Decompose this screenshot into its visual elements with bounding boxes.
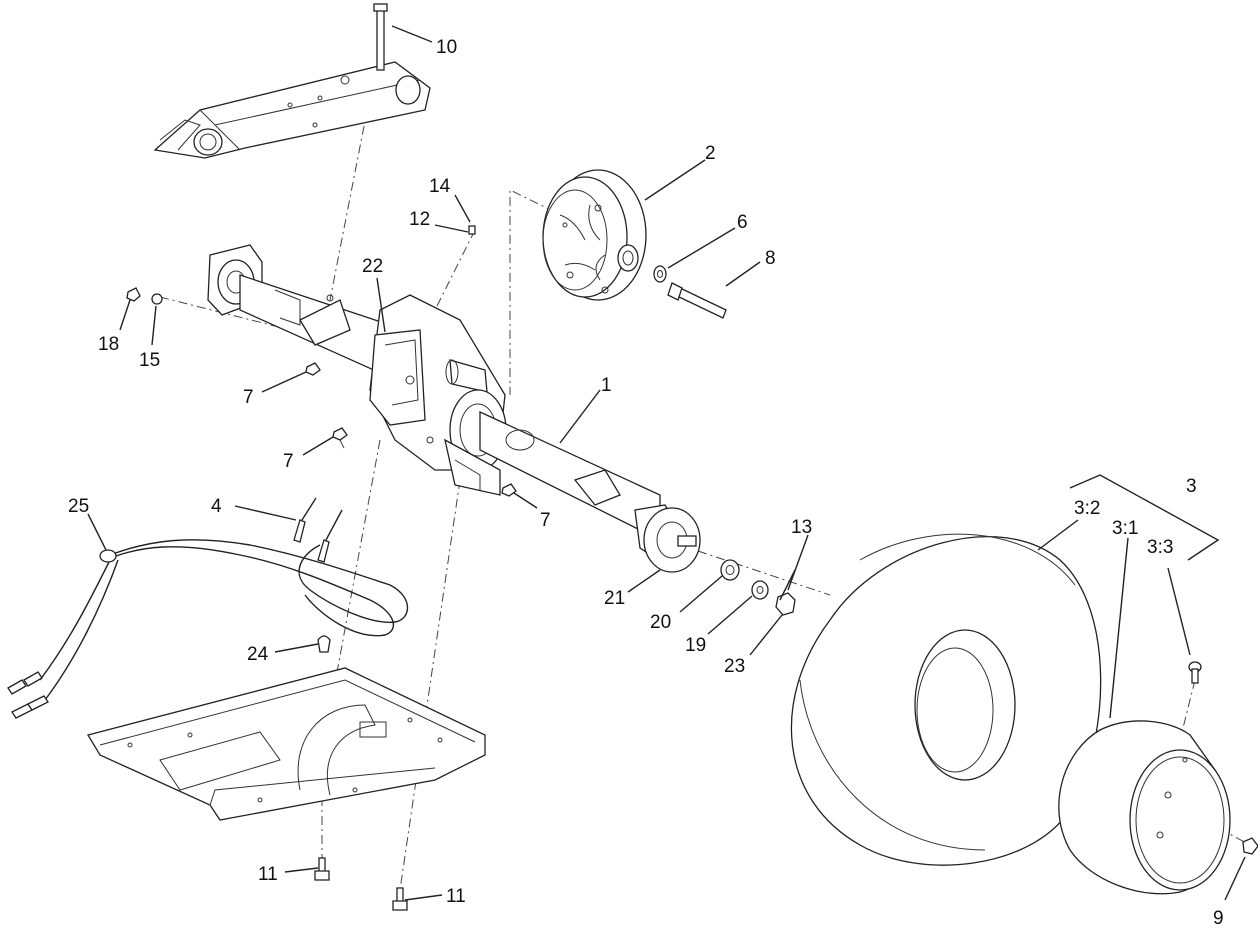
part-3-bracket — [1069, 474, 1220, 561]
callout-labels: 10 2 14 12 6 8 22 18 15 1 7 7 7 25 4 13 … — [68, 37, 1224, 929]
upper-frame-beam — [153, 61, 431, 159]
bolt-8 — [667, 282, 727, 319]
callout-20: 20 — [650, 612, 671, 633]
wheel-rim-3-1 — [1058, 720, 1231, 895]
callout-21: 21 — [604, 588, 625, 609]
callout-25: 25 — [68, 496, 89, 517]
callout-7-upper: 7 — [243, 387, 254, 408]
brake-cables — [7, 497, 409, 719]
callout-7-lower: 7 — [540, 510, 551, 531]
callout-1: 1 — [601, 375, 612, 396]
callout-10: 10 — [436, 37, 457, 58]
bolt-11-right — [392, 887, 408, 911]
washer-6 — [653, 265, 667, 283]
valve-stem-3-3 — [1188, 661, 1202, 684]
callout-3: 3 — [1186, 476, 1197, 497]
callout-13: 13 — [791, 517, 812, 538]
callout-11-left: 11 — [258, 864, 278, 885]
callout-2: 2 — [705, 143, 716, 164]
callout-3-1: 3:1 — [1112, 518, 1138, 539]
callout-3-2: 3:2 — [1074, 498, 1100, 519]
callout-8: 8 — [765, 248, 776, 269]
callout-18: 18 — [98, 334, 119, 355]
bolt-11-left — [314, 857, 330, 881]
callout-24: 24 — [247, 644, 269, 665]
nut-7-lower — [501, 483, 517, 497]
tire-3-2 — [790, 533, 1102, 866]
callout-6: 6 — [737, 212, 748, 233]
washer-20 — [720, 559, 740, 581]
wheel-nut-9 — [1242, 837, 1258, 855]
callout-3-3: 3:3 — [1147, 537, 1173, 558]
washer-19 — [751, 580, 769, 600]
left-axle-tube — [207, 244, 391, 376]
callout-9: 9 — [1213, 908, 1224, 929]
callout-22: 22 — [362, 256, 383, 277]
bolt-10 — [373, 3, 388, 71]
callout-4: 4 — [211, 496, 222, 517]
cable-clamp-24 — [317, 635, 331, 653]
floor-plate — [86, 667, 486, 821]
washer-15 — [151, 293, 163, 305]
castle-nut-23 — [775, 592, 796, 616]
callout-7-middle: 7 — [283, 451, 294, 472]
callout-14: 14 — [429, 176, 451, 197]
nut-7-middle — [332, 427, 348, 441]
nut-7-upper — [305, 362, 321, 376]
callout-11-right: 11 — [446, 886, 466, 907]
cotter-pin-13 — [779, 569, 796, 601]
brake-drum — [542, 169, 647, 301]
callout-23: 23 — [724, 656, 745, 677]
callout-12: 12 — [409, 209, 430, 230]
nut-18 — [126, 287, 141, 302]
callout-15: 15 — [139, 350, 160, 371]
right-axle-tube — [444, 389, 701, 573]
callout-19: 19 — [685, 635, 706, 656]
leader-lines — [87, 25, 1246, 901]
fitting-14 — [468, 225, 476, 235]
